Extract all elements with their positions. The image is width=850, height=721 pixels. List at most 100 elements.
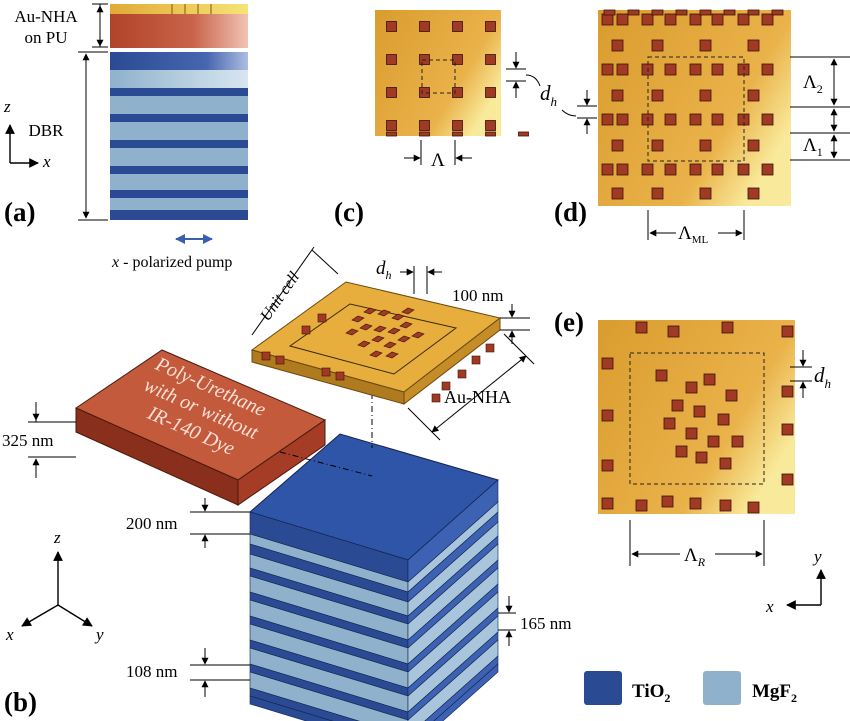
dbr-layer (110, 122, 248, 140)
lattice-hole (689, 497, 702, 510)
dbr-layer (110, 140, 248, 148)
lattice-hole (601, 13, 614, 26)
lattice-hole (611, 89, 624, 102)
lattice-hole (731, 435, 744, 448)
plate-hole (369, 350, 383, 358)
lattice-hole (651, 187, 664, 200)
dbr-band-left (249, 687, 360, 721)
plate-hole (359, 323, 373, 331)
bottom-thickness-label: 108 nm (126, 662, 177, 681)
axis-z-label: z (3, 97, 11, 116)
plate-hole (387, 327, 401, 335)
lattice-hole (485, 87, 496, 98)
lattice-hole (651, 89, 664, 102)
lattice-hole (689, 163, 702, 176)
dbr-layer (110, 96, 248, 114)
plate-hole (363, 307, 377, 315)
panel-e-label: (e) (554, 307, 584, 337)
lattice-hole (761, 163, 774, 176)
lattice-hole (675, 9, 688, 16)
lattice-hole (717, 413, 730, 426)
dbr-layer (110, 70, 248, 88)
plate-notch (335, 371, 345, 381)
lattice-hole (603, 9, 616, 16)
lattice-hole (485, 120, 496, 131)
dbr-layer (110, 52, 248, 70)
plate-notch (431, 393, 441, 403)
plate-hole (383, 341, 397, 349)
plate-hole (391, 313, 405, 321)
dbr-band-left (249, 671, 409, 721)
lattice-hole (661, 495, 674, 508)
lattice-hole (611, 187, 624, 200)
legend-mgf2-label: MgF2 (752, 681, 797, 705)
panel-e-unit-box (629, 352, 765, 485)
plate-hole (401, 307, 415, 315)
dbr-layer (110, 190, 248, 198)
lattice-hole (737, 13, 750, 26)
lattice-hole (747, 39, 760, 52)
metal-thickness-label: 100 nm (452, 286, 503, 305)
panel-d: Λ2 Λ1 ΛML (d) (554, 9, 850, 246)
lattice-hole (616, 63, 629, 76)
au-nha-label-2: on PU (25, 28, 68, 47)
lattice-hole (616, 163, 629, 176)
dbr-stack (110, 52, 248, 220)
pu-thickness-label: 325 nm (2, 431, 53, 450)
panel-e-axis-y: y (812, 547, 822, 566)
lattice-hole (518, 131, 529, 137)
unit-cell-label: Unit cell (257, 269, 303, 325)
lattice-hole (386, 21, 397, 32)
lattice-hole (671, 399, 684, 412)
lattice-hole (601, 63, 614, 76)
lattice-hole (452, 131, 463, 137)
gold-layer (110, 4, 248, 14)
lattice-hole (635, 499, 648, 512)
lattice-hole (761, 113, 774, 126)
lattice-hole (386, 87, 397, 98)
lattice-hole (695, 451, 708, 464)
plate-hole (345, 328, 359, 336)
panel-b-label: (b) (4, 687, 37, 717)
lattice-hole (747, 187, 760, 200)
lattice-hole (667, 325, 680, 338)
lattice-hole (635, 321, 648, 334)
plate-hole (351, 315, 365, 323)
panel-d-lambda1: Λ1 (803, 135, 823, 159)
panel-b: Poly-Urethane with or without IR-140 Dye… (2, 246, 571, 721)
lattice-hole (601, 113, 614, 126)
lattice-hole (699, 89, 712, 102)
lattice-hole (452, 87, 463, 98)
lattice-hole (781, 473, 794, 486)
lattice-hole (386, 131, 397, 137)
lattice-hole (781, 385, 794, 398)
plate-dh-label: dh (376, 258, 392, 282)
panel-a: Au-NHA on PU DBR z x (a) x - polarized p… (3, 3, 248, 271)
panel-e-holes (601, 321, 794, 514)
lattice-hole (703, 373, 716, 386)
lattice-hole (485, 131, 496, 137)
lattice-hole (601, 357, 614, 370)
panel-d-unit-box (647, 56, 745, 162)
lattice-hole (747, 89, 760, 102)
lattice-hole (485, 21, 496, 32)
lattice-hole (641, 13, 654, 26)
plate-notch (261, 351, 271, 361)
dbr-layer (110, 174, 248, 190)
lattice-hole (685, 427, 698, 440)
panel-e-lambda-r: ΛR (684, 545, 706, 569)
lattice-hole (664, 163, 677, 176)
lattice-hole (699, 9, 712, 16)
plate-notch (275, 355, 285, 365)
panel-e-dh: dh (814, 363, 831, 391)
plate-hole (397, 335, 411, 343)
lattice-hole (711, 13, 724, 26)
lattice-hole (664, 13, 677, 26)
lattice-hole (419, 21, 430, 32)
panel-d-lambda-ml: ΛML (678, 223, 709, 246)
dbr-layer (110, 114, 248, 122)
lattice-hole (675, 445, 688, 458)
lattice-hole (737, 163, 750, 176)
lattice-hole (711, 113, 724, 126)
lattice-hole (685, 381, 698, 394)
